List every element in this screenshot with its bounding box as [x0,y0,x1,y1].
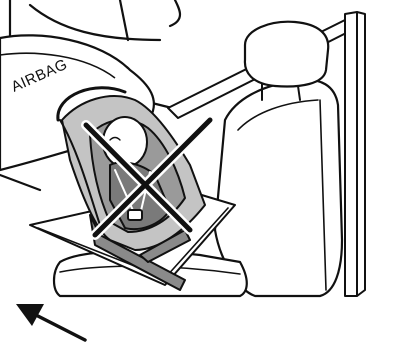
arrow-up-left-icon [16,304,85,340]
